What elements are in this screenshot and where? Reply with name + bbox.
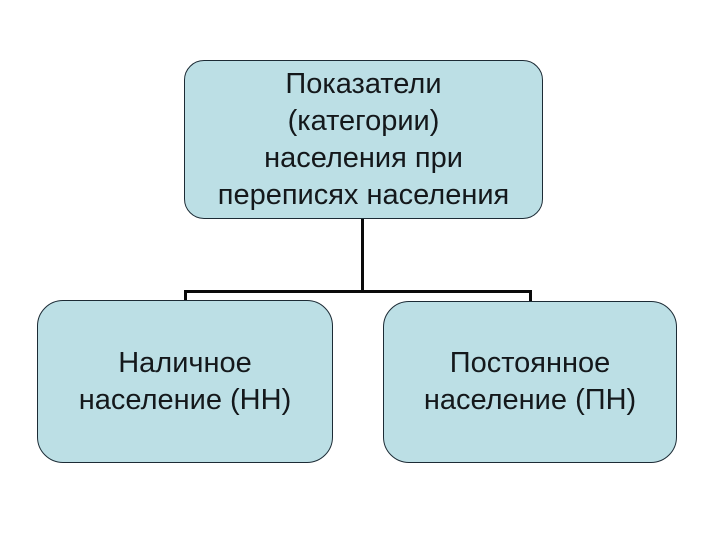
connector-crossbar [184, 290, 532, 293]
node-pn-box: Постоянное население (ПН) [383, 301, 677, 463]
node-pn-label: Постоянное население (ПН) [423, 347, 637, 416]
node-nn-label: Наличное население (НН) [78, 346, 292, 416]
connector-stem [361, 219, 364, 292]
node-root-box: Показатели (категории) населения при пер… [184, 60, 543, 219]
node-nn-box: Наличное население (НН) [37, 300, 333, 463]
connector-drop-right [529, 290, 532, 303]
node-root-label: Показатели (категории) населения при пер… [217, 67, 510, 211]
connector-drop-left [184, 290, 187, 302]
